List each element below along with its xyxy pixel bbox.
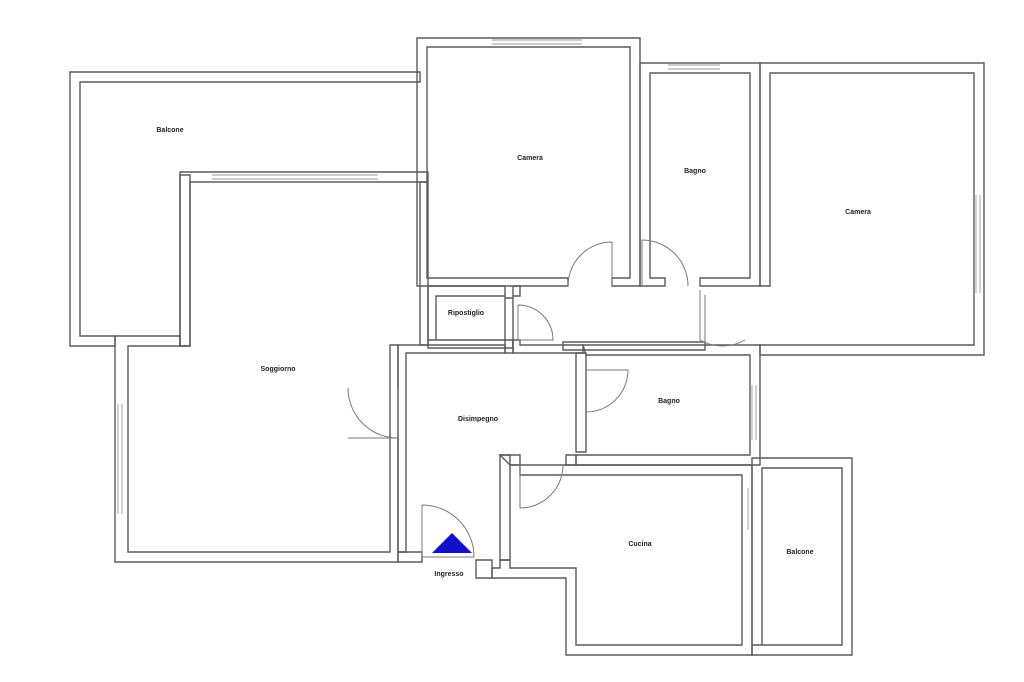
ingresso-walls <box>397 551 493 579</box>
doors <box>347 239 746 558</box>
label-cucina: Cucina <box>628 541 651 548</box>
camera-center-walls <box>416 37 641 287</box>
bagno-middle-walls <box>575 344 761 466</box>
label-soggiorno: Soggiorno <box>261 366 296 373</box>
label-disimpegno: Disimpegno <box>458 416 498 423</box>
cucina-walls <box>491 454 753 656</box>
label-ingresso: Ingresso <box>434 571 463 578</box>
disimpegno-walls <box>397 339 706 561</box>
balcone-top-left-walls <box>69 71 421 347</box>
camera-right-walls <box>759 62 985 356</box>
label-bagno-mid: Bagno <box>658 398 680 405</box>
balcone-right-walls <box>751 457 853 656</box>
label-balcone-right: Balcone <box>786 549 813 556</box>
ripostiglio-walls <box>427 285 521 349</box>
label-ripostiglio: Ripostiglio <box>448 310 484 317</box>
label-camera-right: Camera <box>845 209 871 216</box>
label-balcone-top: Balcone <box>156 127 183 134</box>
entrance-triangle-icon <box>432 533 472 553</box>
label-camera-center: Camera <box>517 155 543 162</box>
label-bagno-top: Bagno <box>684 168 706 175</box>
